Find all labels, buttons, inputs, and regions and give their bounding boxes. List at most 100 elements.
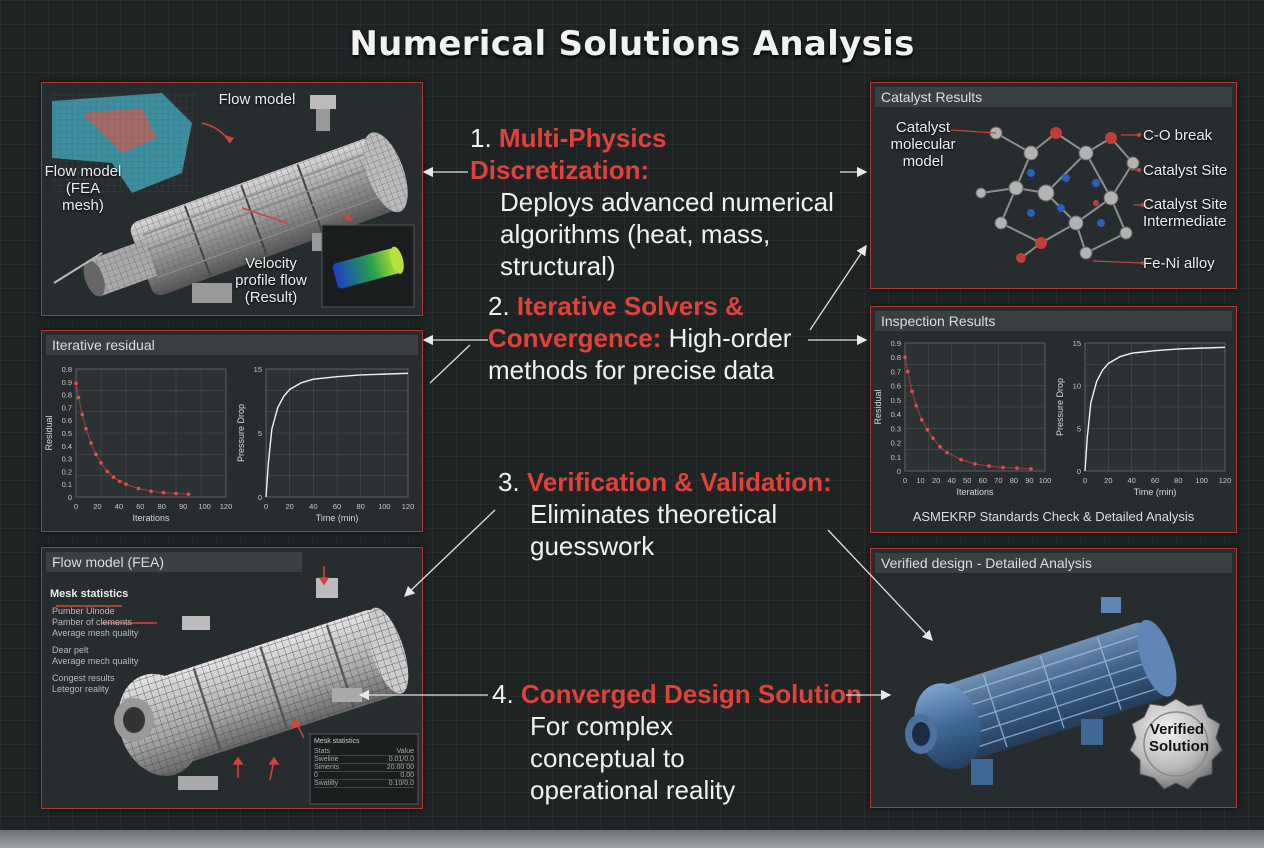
- x-tick-label: 20: [285, 502, 293, 511]
- y-tick-label: 0.4: [62, 442, 72, 451]
- data-point: [1029, 467, 1033, 471]
- x-tick-label: 60: [333, 502, 341, 511]
- mesh-stats-title: Mesk statistics: [50, 588, 129, 600]
- mesh-stat-item: Letegor reality: [52, 684, 110, 694]
- series-line: [265, 372, 409, 498]
- y-tick-label: 0: [68, 493, 72, 502]
- y-tick-label: 0.8: [891, 353, 901, 362]
- verified-badge-label: Verified Solution: [1149, 721, 1209, 755]
- x-tick-label: 100: [1039, 476, 1052, 485]
- series-line: [75, 383, 189, 495]
- catalyst-molecule-illustration: [950, 126, 1145, 265]
- x-tick-label: 50: [963, 476, 971, 485]
- x-tick-label: 120: [1219, 476, 1232, 485]
- x-tick-label: 80: [1174, 476, 1182, 485]
- y-tick-label: 5: [258, 429, 262, 438]
- mesh-stat-item: Pumber Ulnode: [52, 606, 115, 616]
- data-point: [906, 369, 910, 374]
- table-cell: Sweline: [314, 756, 339, 763]
- data-point: [117, 479, 122, 484]
- data-point: [136, 486, 141, 491]
- table-cell: 0.00: [400, 772, 414, 779]
- data-point: [920, 418, 924, 422]
- y-tick-label: 0.4: [891, 410, 901, 419]
- panel-header: Flow model (FEA): [46, 552, 302, 572]
- step-heading: Iterative Solvers & Convergence:: [488, 291, 744, 353]
- x-tick-label: 120: [402, 502, 415, 511]
- table-cell: 20.00 00: [386, 764, 414, 771]
- mesh-stat-item: Average mesh quality: [52, 628, 139, 638]
- data-point: [99, 461, 103, 465]
- table-cell: Siments: [314, 764, 340, 771]
- x-tick-label: 100: [198, 502, 211, 511]
- y-tick-label: 15: [254, 365, 262, 374]
- data-point: [174, 491, 178, 496]
- label-catalyst-model: Catalyst molecular model: [890, 119, 956, 170]
- x-tick-label: 90: [1025, 476, 1033, 485]
- y-tick-label: 5: [1077, 424, 1081, 433]
- x-axis-label: Time (min): [1134, 487, 1177, 497]
- x-axis-label: Time (min): [316, 513, 359, 523]
- panel-catalyst-results: Catalyst Results Catalyst molecular mod: [870, 82, 1237, 289]
- label-co-break: C-O break: [1143, 127, 1213, 144]
- x-tick-label: 20: [1104, 476, 1112, 485]
- y-axis-label: Residual: [44, 415, 54, 450]
- x-tick-label: 20: [932, 476, 940, 485]
- panel-header: Verified design - Detailed Analysis: [875, 553, 1232, 573]
- x-tick-label: 0: [74, 502, 78, 511]
- y-tick-label: 0: [897, 467, 901, 476]
- step-text: Deploys advanced numerical algorithms (h…: [500, 187, 834, 281]
- y-axis-label: Pressure Drop: [236, 404, 246, 462]
- table-cell: 0.01/0.0: [388, 756, 414, 763]
- mesh-stat-item: Dear pelt: [52, 645, 89, 655]
- x-tick-label: 40: [1127, 476, 1135, 485]
- data-point: [903, 355, 907, 360]
- y-tick-label: 0.3: [62, 455, 72, 464]
- data-point: [149, 489, 153, 494]
- mesh-stat-item: Congest results: [52, 673, 115, 683]
- step-text: High-order methods for precise data: [488, 323, 792, 385]
- panel-header: Iterative residual: [46, 335, 418, 355]
- label-catalyst-site: Catalyst Site: [1143, 162, 1228, 179]
- bottom-bar: [0, 830, 1264, 848]
- x-tick-label: 100: [378, 502, 391, 511]
- panel-flow-model-fea: Flow model (FEA): [41, 547, 423, 809]
- data-point: [161, 490, 166, 495]
- step-2: 2. Iterative Solvers & Convergence: High…: [488, 290, 818, 386]
- x-tick-label: 20: [93, 502, 101, 511]
- y-tick-label: 0.5: [891, 396, 901, 405]
- y-tick-label: 0.5: [62, 429, 72, 438]
- step-number: 3.: [498, 467, 520, 497]
- y-tick-label: 0.2: [62, 467, 72, 476]
- y-tick-label: 0: [1077, 467, 1081, 476]
- data-point: [89, 441, 93, 445]
- y-tick-label: 0.8: [62, 391, 72, 400]
- data-point: [76, 395, 81, 400]
- label-velocity-profile: Velocity profile flow (Result): [235, 255, 307, 306]
- x-axis-label: Iterations: [956, 487, 994, 497]
- y-tick-label: 15: [1073, 339, 1081, 348]
- table-cell: Stats: [314, 748, 330, 755]
- step-text: For complex conceptual to operational re…: [530, 711, 736, 805]
- label-catalyst-intermediate: Catalyst Site Intermediate: [1143, 196, 1228, 230]
- y-tick-label: 0.1: [62, 480, 72, 489]
- x-tick-label: 60: [1151, 476, 1159, 485]
- data-point: [914, 403, 918, 408]
- step-number: 4.: [492, 679, 514, 709]
- data-point: [94, 452, 98, 457]
- y-tick-label: 0.7: [62, 403, 72, 412]
- x-tick-label: 40: [947, 476, 955, 485]
- x-tick-label: 60: [136, 502, 144, 511]
- mesh-stat-item: Average mech quality: [52, 656, 139, 666]
- x-tick-label: 40: [115, 502, 123, 511]
- panel-flow-model: Flow model Flow model (FEA mesh) Velocit…: [41, 82, 423, 316]
- x-tick-label: 40: [309, 502, 317, 511]
- x-tick-label: 0: [1083, 476, 1087, 485]
- mesh-stat-item: Pamber of clements: [52, 617, 133, 627]
- data-point: [945, 450, 949, 455]
- x-tick-label: 80: [1010, 476, 1018, 485]
- step-number: 2.: [488, 291, 510, 321]
